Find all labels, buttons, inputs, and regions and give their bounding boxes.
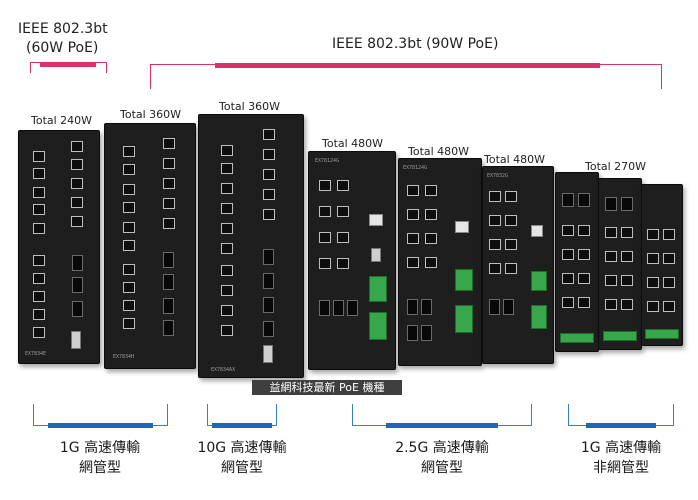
switch-device-3: EX7834AX (198, 114, 304, 378)
switch-device-4: EX78124G (308, 151, 396, 370)
category-3-line2: 網管型 (421, 460, 463, 476)
category-3-bar (386, 423, 498, 428)
switch-device-7a (555, 172, 599, 352)
standard-60w-line1: IEEE 802.3bt (18, 21, 108, 37)
switch-device-5: EX78124G (398, 158, 482, 366)
switch-device-6: EX7832G (482, 166, 554, 364)
latest-poe-banner: 益網科技最新 PoE 機種 (252, 380, 402, 395)
category-1-line1: 1G 高速傳輸 (59, 440, 141, 456)
category-1-label: 1G 高速傳輸 網管型 (30, 438, 170, 478)
switch-device-1: EX7834E (18, 130, 100, 364)
category-2-bar (212, 423, 272, 428)
device-3-model: EX7834AX (211, 367, 236, 373)
category-2-label: 10G 高速傳輸 網管型 (185, 438, 299, 478)
device-4-total: Total 480W (322, 137, 384, 150)
device-6-model: EX7832G (487, 173, 509, 179)
device-1-model: EX7834E (25, 351, 47, 357)
standard-60w-bar (40, 62, 96, 67)
switch-device-7c (641, 184, 683, 346)
switch-device-2: EX7834H (104, 123, 196, 369)
device-6-total: Total 480W (484, 153, 546, 166)
category-4-bar (586, 423, 656, 428)
category-2-line2: 網管型 (221, 460, 263, 476)
standard-90w-bar (215, 63, 600, 68)
category-3-line1: 2.5G 高速傳輸 (395, 440, 489, 456)
device-4-model: EX78124G (315, 158, 340, 164)
standard-60w-line2: (60W PoE) (26, 40, 99, 56)
switch-device-7b (598, 178, 642, 350)
standard-90w-label: IEEE 802.3bt (90W PoE) (332, 36, 499, 52)
device-2-model: EX7834H (113, 354, 135, 360)
category-3-label: 2.5G 高速傳輸 網管型 (372, 438, 512, 478)
category-2-line1: 10G 高速傳輸 (197, 440, 287, 456)
standard-60w-label: IEEE 802.3bt (60W PoE) (18, 20, 108, 58)
category-4-line2: 非網管型 (593, 460, 649, 476)
category-4-line1: 1G 高速傳輸 (580, 440, 662, 456)
device-7-total: Total 270W (585, 160, 647, 173)
device-3-total: Total 360W (219, 100, 281, 113)
device-5-total: Total 480W (408, 145, 470, 158)
category-4-label: 1G 高速傳輸 非網管型 (558, 438, 684, 478)
device-1-total: Total 240W (31, 114, 93, 127)
device-2-total: Total 360W (120, 108, 182, 121)
category-1-line2: 網管型 (79, 460, 121, 476)
device-5-model: EX78124G (403, 165, 428, 171)
category-1-bar (48, 423, 153, 428)
